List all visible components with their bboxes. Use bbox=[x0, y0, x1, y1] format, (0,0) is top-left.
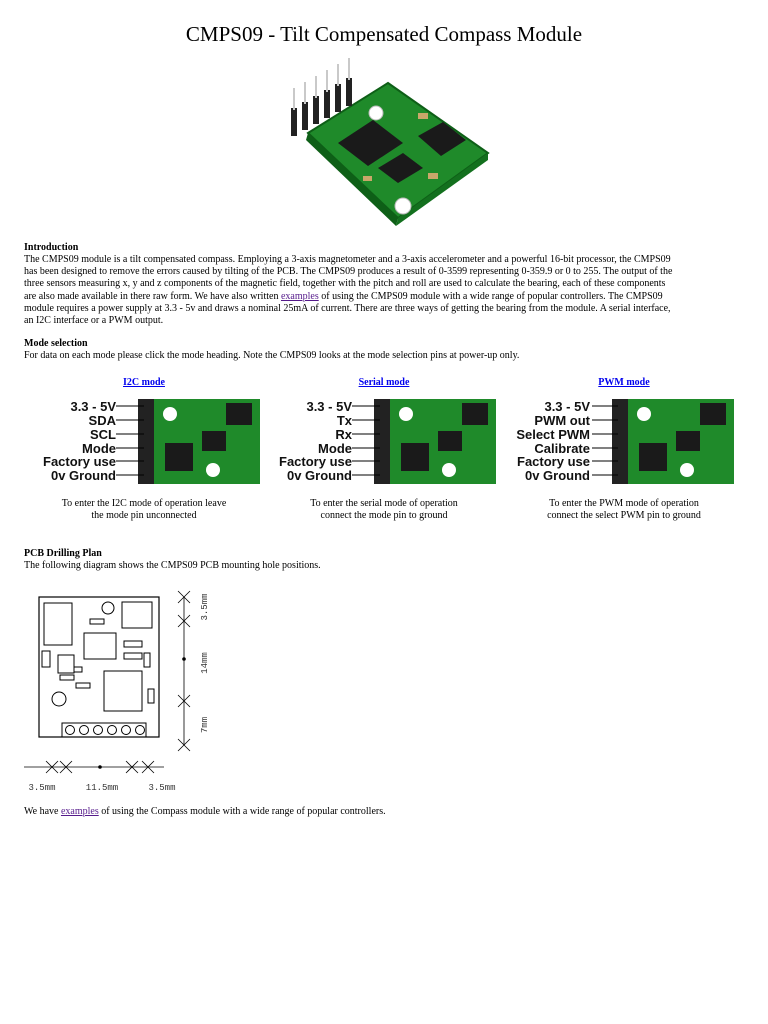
pin-label: 0v Ground bbox=[51, 468, 116, 483]
serial-caption: To enter the serial mode of operation co… bbox=[310, 498, 458, 521]
pin-label: 0v Ground bbox=[287, 468, 352, 483]
intro-line: three sensors measuring x, y and z compo… bbox=[24, 278, 666, 290]
mode-selection-text: For data on each mode please click the m… bbox=[24, 350, 520, 361]
pin-label: Rx bbox=[335, 427, 352, 442]
serial-pinout-diagram: 3.3 - 5V Tx Rx Mode Factory use 0v Groun… bbox=[279, 399, 496, 484]
pin-label: PWM out bbox=[534, 413, 590, 428]
pin-label: 3.3 - 5V bbox=[544, 399, 590, 414]
pin-label: Calibrate bbox=[534, 441, 590, 456]
pin-label: Factory use bbox=[517, 454, 590, 469]
serial-mode-link[interactable]: Serial mode bbox=[358, 377, 410, 388]
page-title: CMPS09 - Tilt Compensated Compass Module bbox=[185, 22, 583, 46]
intro-line: module requires a power supply at 3.3 - … bbox=[24, 302, 671, 314]
pwm-mode-link[interactable]: PWM mode bbox=[598, 377, 650, 388]
mode-selection-heading: Mode selection bbox=[24, 338, 88, 349]
drilling-heading: PCB Drilling Plan bbox=[24, 548, 102, 559]
footer-text: We have examples of using the Compass mo… bbox=[24, 806, 386, 817]
drilling-text: The following diagram shows the CMPS09 P… bbox=[24, 560, 321, 571]
examples-link[interactable]: examples bbox=[280, 290, 319, 302]
pcb-drilling-diagram: 3.5mm 14mm 7mm 3.5mm 11.5mm 3.5mm bbox=[24, 590, 210, 793]
dim-label: 3.5mm bbox=[200, 593, 210, 620]
pin-label: Select PWM bbox=[516, 427, 590, 442]
i2c-caption: To enter the I2C mode of operation leave… bbox=[61, 498, 227, 521]
pin-label: 3.3 - 5V bbox=[306, 399, 352, 414]
pin-label: 0v Ground bbox=[525, 468, 590, 483]
pin-label: Factory use bbox=[279, 454, 352, 469]
pwm-pinout-diagram: 3.3 - 5V PWM out Select PWM Calibrate Fa… bbox=[516, 399, 734, 484]
dim-label: 14mm bbox=[200, 652, 210, 674]
footer-examples-link[interactable]: examples bbox=[60, 806, 99, 817]
compass-module-photo bbox=[291, 58, 490, 226]
pin-label: Tx bbox=[337, 413, 353, 428]
intro-heading: Introduction bbox=[24, 242, 79, 253]
intro-paragraph: The CMPS09 module is a tilt compensated … bbox=[24, 254, 746, 327]
dim-label: 3.5mm bbox=[148, 783, 175, 793]
pin-label: Mode bbox=[82, 441, 116, 456]
i2c-mode-link[interactable]: I2C mode bbox=[123, 377, 165, 388]
intro-line: an I2C interface or a PWM output. bbox=[24, 315, 164, 327]
pin-label: Factory use bbox=[43, 454, 116, 469]
intro-line: has been designed to remove the errors c… bbox=[24, 266, 673, 278]
dim-label: 3.5mm bbox=[28, 783, 55, 793]
pin-label: Mode bbox=[318, 441, 352, 456]
pin-label: 3.3 - 5V bbox=[70, 399, 116, 414]
pwm-caption: To enter the PWM mode of operation conne… bbox=[547, 498, 701, 521]
pin-label: SDA bbox=[89, 413, 117, 428]
pin-label: SCL bbox=[90, 427, 116, 442]
dim-label: 11.5mm bbox=[86, 783, 118, 793]
i2c-pinout-diagram: 3.3 - 5V SDA SCL Mode Factory use 0v Gro… bbox=[43, 399, 260, 484]
dim-label: 7mm bbox=[200, 717, 210, 733]
intro-line: are also made available in there raw for… bbox=[24, 290, 663, 302]
intro-line: The CMPS09 module is a tilt compensated … bbox=[24, 254, 671, 265]
